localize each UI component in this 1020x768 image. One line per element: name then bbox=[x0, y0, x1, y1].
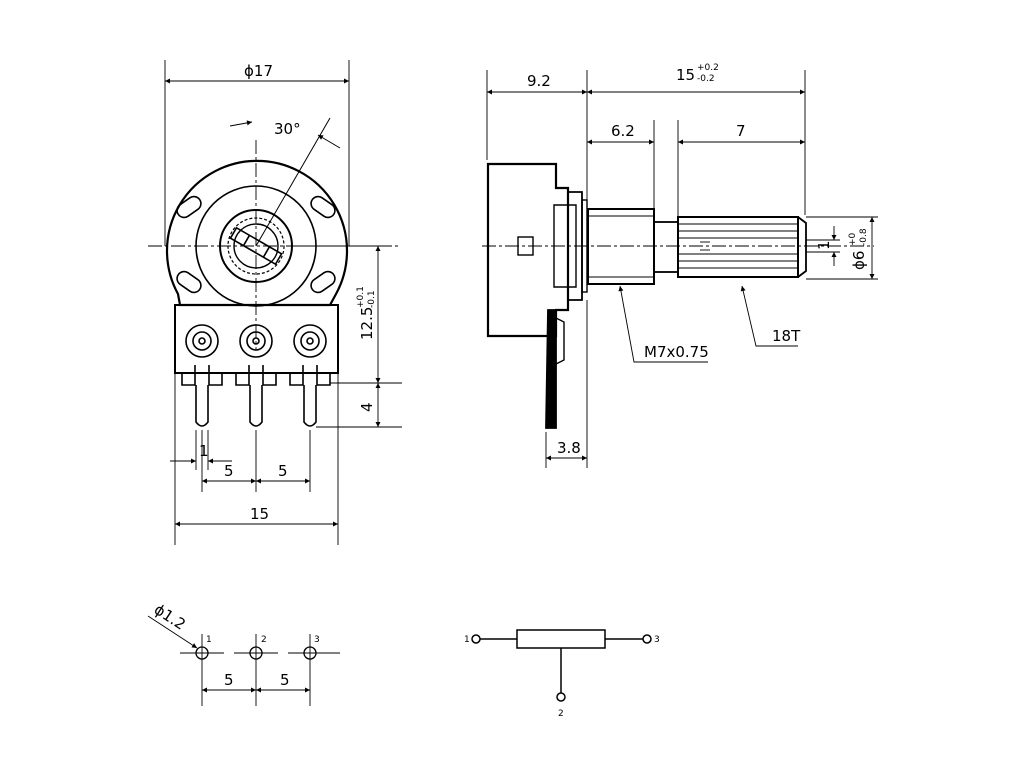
bracket-depth-label: 3.8 bbox=[557, 439, 581, 457]
body-width-label: 15 bbox=[250, 505, 269, 523]
schematic-terminal-1 bbox=[471, 634, 481, 644]
pcb-footprint bbox=[147, 615, 340, 706]
footprint-pitch-right-label: 5 bbox=[280, 671, 290, 689]
side-knurl-lines bbox=[678, 223, 798, 269]
diameter-label: ϕ17 bbox=[244, 62, 273, 80]
front-view bbox=[148, 60, 402, 545]
angle-reference-line bbox=[255, 117, 331, 247]
footprint-pin-2: 2 bbox=[261, 635, 267, 645]
schematic-terminal-2 bbox=[556, 692, 566, 702]
schematic-terminal-3 bbox=[642, 634, 652, 644]
height-tol-lower: -0.1 bbox=[367, 290, 377, 308]
front-terminal-board bbox=[174, 304, 339, 374]
front-housing bbox=[165, 159, 349, 307]
shaft-length-label: 15 bbox=[676, 66, 695, 84]
front-bushing bbox=[219, 209, 293, 283]
side-bushing bbox=[587, 208, 655, 285]
height-label-group: 12.5 +0.1 -0.1 bbox=[356, 286, 377, 340]
side-shaft-tip bbox=[797, 216, 807, 278]
side-shaft-neck bbox=[653, 221, 679, 273]
hole-diameter-label: ϕ1.2 bbox=[151, 600, 189, 633]
footprint-pitch-left-label: 5 bbox=[224, 671, 234, 689]
footprint-crosshairs bbox=[147, 615, 340, 706]
front-terminal-eyelets bbox=[185, 324, 327, 358]
shaft-diameter-group: ϕ6 +0 -0.8 bbox=[848, 228, 869, 270]
footprint-pin-3: 3 bbox=[314, 635, 320, 645]
schematic-symbol bbox=[471, 629, 652, 702]
shaft-diameter-tol-lower: -0.8 bbox=[859, 228, 869, 246]
side-bracket-lug bbox=[545, 309, 557, 429]
front-pitch-left-label: 5 bbox=[224, 462, 234, 480]
side-view bbox=[482, 70, 878, 468]
body-depth-label: 9.2 bbox=[527, 72, 551, 90]
side-body bbox=[486, 162, 570, 338]
side-dimensions bbox=[486, 70, 878, 468]
schematic-resistor-body bbox=[516, 629, 606, 649]
front-dimensions bbox=[164, 60, 402, 545]
bushing-length-label: 6.2 bbox=[611, 122, 635, 140]
shaft-diameter-label: ϕ6 bbox=[850, 251, 868, 270]
thread-label: M7x0.75 bbox=[644, 343, 709, 361]
front-rim-slots bbox=[176, 195, 336, 294]
angle-label: 30° bbox=[274, 120, 301, 138]
shaft-length-tol-upper: +0.2 bbox=[697, 63, 719, 73]
pin-length-label: 4 bbox=[358, 402, 376, 412]
shaft-diameter-tol-upper: +0 bbox=[848, 232, 858, 246]
slot-width-label: 1 bbox=[815, 240, 833, 250]
front-pins bbox=[181, 365, 331, 427]
side-shaft-knurl bbox=[677, 216, 799, 278]
front-knurl bbox=[227, 217, 285, 275]
schematic-pin-3: 3 bbox=[654, 635, 660, 645]
height-tol-upper: +0.1 bbox=[356, 286, 366, 308]
knurl-teeth-label: 18T bbox=[772, 327, 801, 345]
footprint-pin-1: 1 bbox=[206, 635, 212, 645]
shaft-length-tol-lower: -0.2 bbox=[697, 74, 715, 84]
schematic-pin-2: 2 bbox=[558, 709, 564, 719]
schematic-pin-1: 1 bbox=[464, 635, 470, 645]
side-body-mark bbox=[517, 236, 534, 256]
pin-width-label: 1 bbox=[199, 442, 209, 460]
knurl-length-label: 7 bbox=[736, 122, 746, 140]
front-pitch-right-label: 5 bbox=[278, 462, 288, 480]
height-label: 12.5 bbox=[358, 307, 376, 340]
